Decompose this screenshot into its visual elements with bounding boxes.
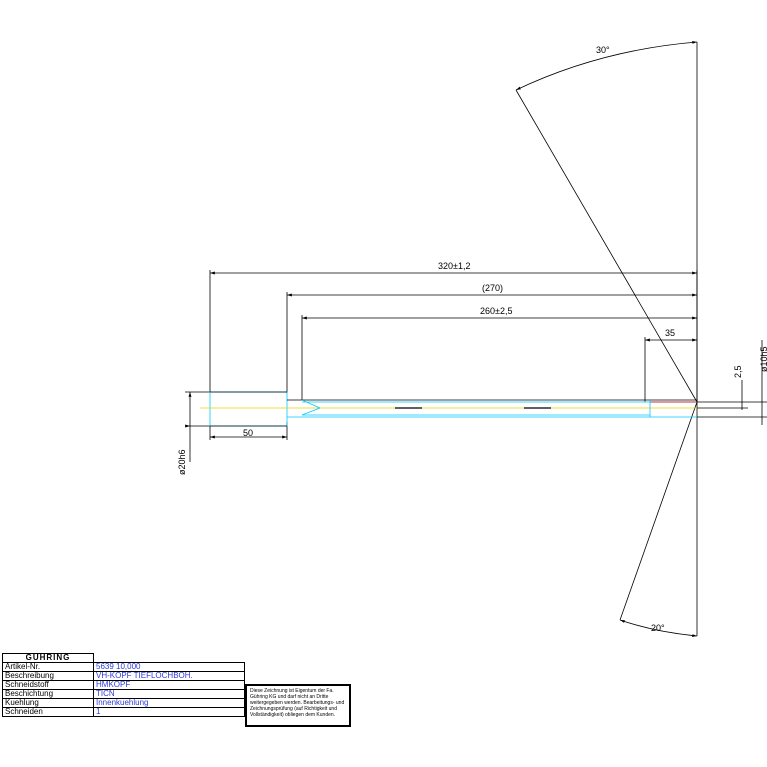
row-label: Kuehlung <box>2 698 94 708</box>
row-value: VH-KOPF TIEFLOCHBOH. <box>93 671 245 681</box>
dim-shank-dia: ø20h6 <box>177 449 187 475</box>
title-row: Schneiden 1 <box>2 707 245 717</box>
brand-logo: GÜHRING <box>2 653 94 663</box>
title-row: Schneidstoff HMKOPF <box>2 680 245 690</box>
angle-construction <box>515 40 698 637</box>
row-label: Schneidstoff <box>2 680 94 690</box>
row-value: 1 <box>93 707 245 717</box>
dim-length-ref: (270) <box>482 283 503 293</box>
title-row: Beschichtung TICN <box>2 689 245 699</box>
tool-body <box>200 391 697 427</box>
row-value: 5639 10,000 <box>93 662 245 672</box>
row-value: TICN <box>93 689 245 699</box>
dim-length-tol: 260±2,5 <box>480 306 512 316</box>
row-label: Beschichtung <box>2 689 94 699</box>
row-label: Artikel-Nr. <box>2 662 94 672</box>
title-row: Beschreibung VH-KOPF TIEFLOCHBOH. <box>2 671 245 681</box>
title-row: Artikel-Nr. 5639 10,000 <box>2 662 245 672</box>
title-row: Kuehlung Innenkuehlung <box>2 698 245 708</box>
ownership-notice: Diese Zeichnung ist Eigentum der Fa. Güh… <box>245 684 351 727</box>
title-block: GÜHRING Artikel-Nr. 5639 10,000 Beschrei… <box>2 653 245 717</box>
row-label: Schneiden <box>2 707 94 717</box>
dimension-lines <box>185 270 767 462</box>
angle-top-label: 30° <box>596 45 610 55</box>
row-value: Innenkuehlung <box>93 698 245 708</box>
row-value: HMKOPF <box>93 680 245 690</box>
dim-head-dia: ø10h5 <box>759 346 767 372</box>
row-label: Beschreibung <box>2 671 94 681</box>
dim-shank-length: 50 <box>243 428 253 438</box>
angle-bottom-label: 20° <box>651 623 665 633</box>
dim-head-length: 35 <box>665 328 675 338</box>
dim-offset: 2,5 <box>733 365 743 378</box>
dim-overall-length: 320±1,2 <box>438 261 470 271</box>
